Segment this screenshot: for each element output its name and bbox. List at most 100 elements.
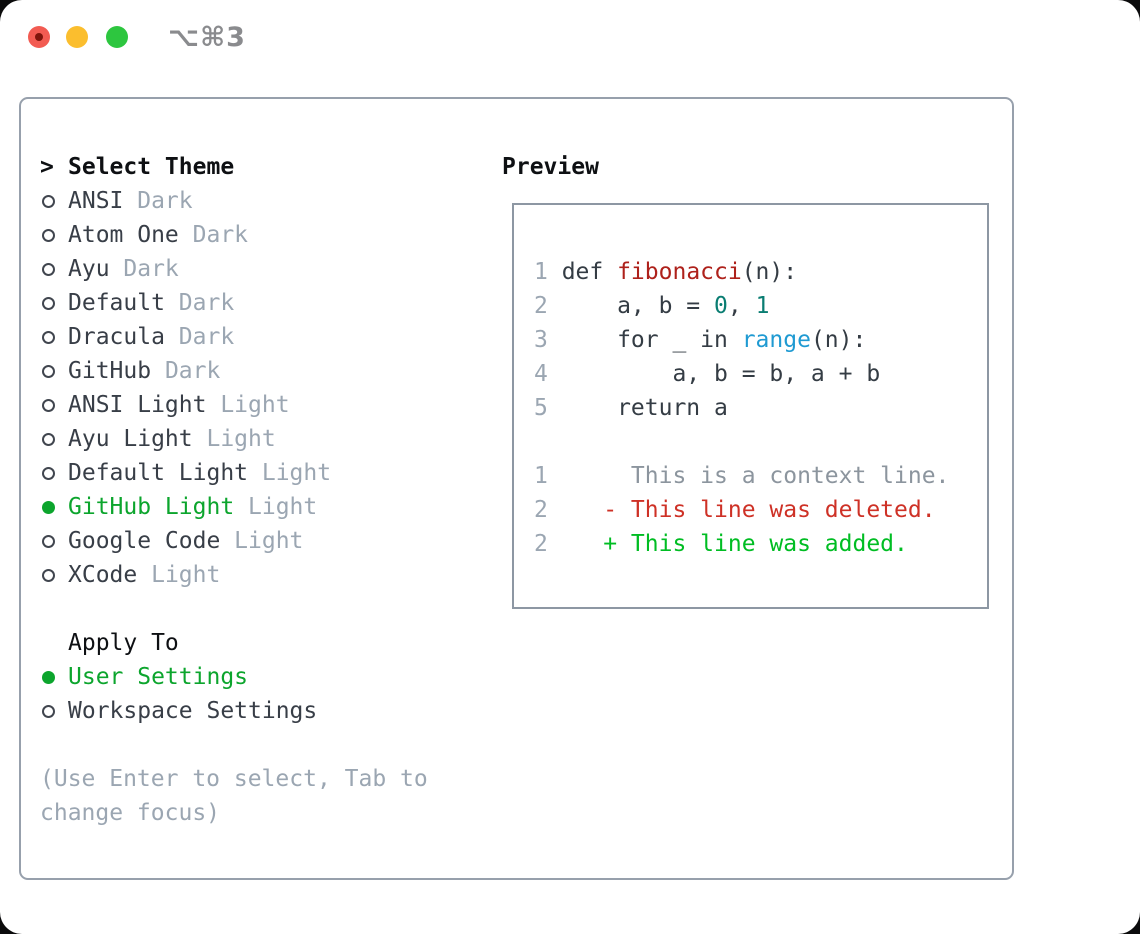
radio-marker — [40, 262, 68, 276]
code-line: 2 a, b = 0, 1 — [534, 289, 949, 323]
theme-variant: Dark — [192, 222, 249, 248]
theme-name: Ayu — [68, 256, 110, 282]
theme-option-github-light[interactable]: GitHub Light Light — [40, 490, 500, 524]
theme-variant: Light — [248, 494, 318, 520]
line-number: 2 — [534, 293, 548, 319]
radio-icon — [42, 534, 55, 548]
theme-name: Google Code — [68, 528, 221, 554]
theme-name: Dracula — [68, 324, 165, 350]
titlebar: ⌥⌘3 — [0, 0, 1140, 97]
radio-icon — [42, 398, 55, 412]
code-line: 4 a, b = b, a + b — [534, 357, 949, 391]
select-theme-title: Select Theme — [68, 154, 235, 180]
close-button-icon[interactable] — [28, 26, 50, 48]
line-number: 2 — [534, 531, 548, 557]
radio-marker — [40, 704, 68, 718]
radio-icon — [42, 670, 55, 684]
code-segment-func: fibonacci — [617, 259, 742, 285]
theme-variant: Dark — [137, 188, 193, 214]
line-number: 5 — [534, 395, 548, 421]
radio-icon — [42, 296, 55, 310]
apply-to-header: Apply To — [40, 626, 500, 660]
apply-option-user-settings[interactable]: User Settings — [40, 660, 500, 694]
code-line: 1 This is a context line. — [534, 459, 949, 493]
theme-name: Atom One — [68, 222, 179, 248]
hint-text-line2: change focus) — [40, 800, 221, 826]
code-line: 3 for _ in range(n): — [534, 323, 949, 357]
theme-option-google-code[interactable]: Google Code Light — [40, 524, 500, 558]
line-number: 2 — [534, 497, 548, 523]
code-segment-plain: , — [727, 293, 756, 319]
code-segment-builtin: range — [741, 327, 811, 353]
theme-option-default-light[interactable]: Default Light Light — [40, 456, 500, 490]
code-segment-deleted: - This line was deleted. — [561, 497, 936, 523]
theme-name: Ayu Light — [68, 426, 193, 452]
radio-marker — [40, 330, 68, 344]
radio-icon — [42, 704, 55, 718]
apply-option-label: Workspace Settings — [68, 698, 318, 724]
radio-marker — [40, 466, 68, 480]
theme-name: Default — [68, 290, 165, 316]
theme-variant: Light — [206, 426, 276, 452]
code-segment-plain: def — [561, 259, 618, 285]
theme-option-atom-one-dark[interactable]: Atom One Dark — [40, 218, 500, 252]
code-segment-plain: a, b = b, a + b — [561, 361, 881, 387]
code-line — [534, 425, 949, 459]
theme-option-default-dark[interactable]: Default Dark — [40, 286, 500, 320]
code-segment-plain: for _ in — [561, 327, 742, 353]
theme-variant: Light — [220, 392, 290, 418]
code-segment-plain: (n): — [741, 259, 798, 285]
code-line: 2 + This line was added. — [534, 527, 949, 561]
window-shortcut-label: ⌥⌘3 — [168, 22, 246, 53]
theme-option-ansi-light[interactable]: ANSI Light Light — [40, 388, 500, 422]
code-segment-plain: (n): — [810, 327, 867, 353]
radio-marker — [40, 534, 68, 548]
theme-option-dracula-dark[interactable]: Dracula Dark — [40, 320, 500, 354]
theme-option-ansi-dark[interactable]: ANSI Dark — [40, 184, 500, 218]
radio-marker — [40, 500, 68, 514]
theme-option-ayu-light[interactable]: Ayu Light Light — [40, 422, 500, 456]
radio-icon — [42, 262, 55, 276]
theme-name: Default Light — [68, 460, 249, 486]
hint-text-line1: (Use Enter to select, Tab to — [40, 766, 428, 792]
radio-icon — [42, 432, 55, 446]
theme-option-github-dark[interactable]: GitHub Dark — [40, 354, 500, 388]
apply-option-label: User Settings — [68, 664, 249, 690]
radio-icon — [42, 364, 55, 378]
theme-variant: Dark — [178, 290, 235, 316]
radio-marker — [40, 568, 68, 582]
preview-header: Preview — [502, 150, 599, 184]
code-line: 2 - This line was deleted. — [534, 493, 949, 527]
radio-marker — [40, 194, 68, 208]
spacer — [40, 728, 500, 762]
theme-variant: Light — [234, 528, 304, 554]
theme-variant: Light — [151, 562, 221, 588]
radio-icon — [42, 500, 55, 514]
theme-variant: Dark — [164, 358, 221, 384]
apply-option-workspace-settings[interactable]: Workspace Settings — [40, 694, 500, 728]
code-segment-plain: a, b = — [561, 293, 715, 319]
radio-marker — [40, 398, 68, 412]
radio-marker — [40, 432, 68, 446]
focus-arrow-icon: > — [40, 154, 54, 180]
theme-option-xcode[interactable]: XCode Light — [40, 558, 500, 592]
radio-marker — [40, 296, 68, 310]
line-number: 4 — [534, 361, 548, 387]
theme-name: XCode — [68, 562, 138, 588]
theme-name: ANSI Light — [68, 392, 207, 418]
radio-marker — [40, 670, 68, 684]
theme-name: GitHub — [68, 358, 152, 384]
select-theme-header: > Select Theme — [40, 150, 500, 184]
line-number: 1 — [534, 463, 548, 489]
theme-option-ayu-dark[interactable]: Ayu Dark — [40, 252, 500, 286]
theme-selector-panel: > Select Theme ANSI Dark Atom One Dark A… — [19, 97, 1014, 880]
radio-icon — [42, 194, 55, 208]
radio-icon — [42, 568, 55, 582]
minimize-button-icon[interactable] — [66, 26, 88, 48]
theme-variant: Light — [261, 460, 332, 486]
maximize-button-icon[interactable] — [106, 26, 128, 48]
